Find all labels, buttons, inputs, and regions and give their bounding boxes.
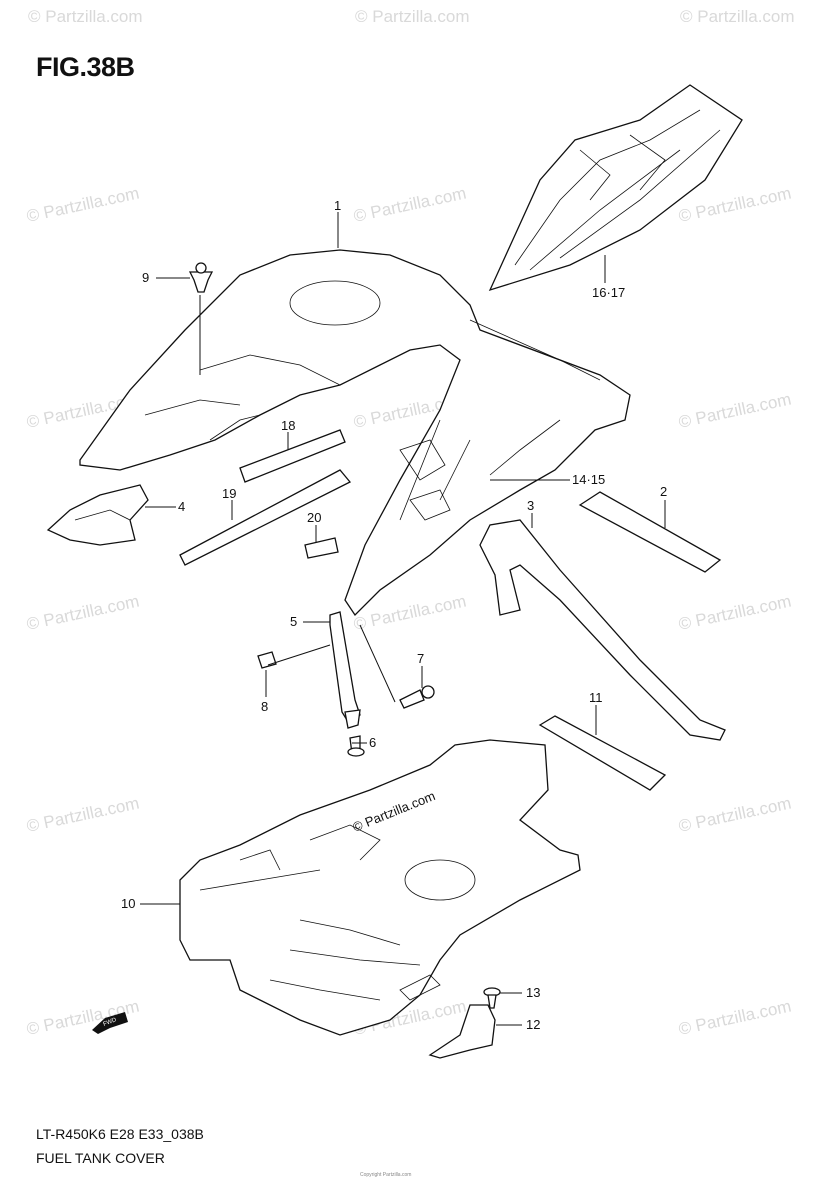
watermark: © Partzilla.com (352, 184, 468, 226)
callouts: 1 2 3 4 5 6 7 8 9 10 11 12 13 14·15 16·1… (121, 198, 667, 1032)
callout-10: 10 (121, 896, 135, 911)
callout-7: 7 (417, 651, 424, 666)
callout-20: 20 (307, 510, 321, 525)
callout-14-15: 14·15 (572, 472, 605, 487)
watermark: © Partzilla.com (25, 184, 141, 226)
callout-16-17: 16·17 (592, 285, 625, 300)
callout-1: 1 (334, 198, 341, 213)
watermark: © Partzilla.com (355, 7, 470, 26)
part-bracket-5 (329, 611, 361, 729)
part-decal-16-17 (488, 84, 743, 292)
part-strip-18 (239, 429, 346, 483)
part-lower-tray-10 (179, 739, 581, 1036)
part-bracket-12 (428, 1004, 496, 1059)
part-bracket-4 (46, 484, 149, 546)
callout-11: 11 (589, 690, 603, 705)
part-screw-6 (347, 735, 365, 757)
part-clip-8 (257, 651, 277, 669)
callout-18: 18 (281, 418, 295, 433)
watermark: © Partzilla.com (680, 7, 795, 26)
part-strip-19 (179, 469, 352, 566)
callout-4: 4 (178, 499, 185, 514)
callout-13: 13 (526, 985, 540, 1000)
watermark: © Partzilla.com (677, 592, 793, 634)
fwd-arrow-icon: FWD (92, 1012, 128, 1034)
fwd-label: FWD (103, 1017, 119, 1028)
part-strip-11 (538, 715, 667, 791)
part-screw-7 (399, 685, 435, 709)
callout-9: 9 (142, 270, 149, 285)
callout-6: 6 (369, 735, 376, 750)
callout-19: 19 (222, 486, 236, 501)
callout-8: 8 (261, 699, 268, 714)
watermark: © Partzilla.com (25, 592, 141, 634)
part-strip-2 (578, 491, 722, 573)
callout-5: 5 (290, 614, 297, 629)
part-fuel-tank-cover-1 (79, 249, 631, 617)
watermark: © Partzilla.com (677, 794, 793, 836)
watermark: © Partzilla.com (677, 184, 793, 226)
callout-12: 12 (526, 1017, 540, 1032)
figure-title: FIG.38B (36, 52, 135, 82)
part-frame-rail-3 (479, 519, 726, 741)
watermark: © Partzilla.com (25, 794, 141, 836)
diagram-code: LT-R450K6 E28 E33_038B (36, 1126, 204, 1142)
callout-2: 2 (660, 484, 667, 499)
part-bolt-13 (483, 987, 501, 1009)
watermark: © Partzilla.com (677, 390, 793, 432)
callout-3: 3 (527, 498, 534, 513)
part-rivet-9 (188, 262, 214, 293)
part-pad-20 (304, 537, 339, 559)
diagram-caption: FUEL TANK COVER (36, 1150, 165, 1166)
watermark: © Partzilla.com (28, 7, 143, 26)
watermark: © Partzilla.com (677, 997, 793, 1039)
copyright-footer: Copyright Partzilla.com (360, 1172, 412, 1178)
leader-lines (140, 212, 666, 1026)
